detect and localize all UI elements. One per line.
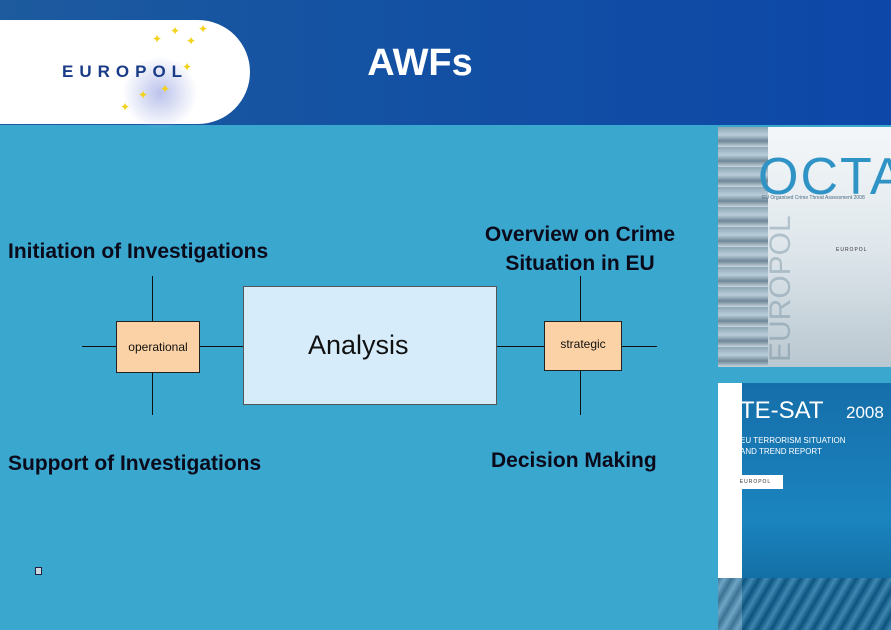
label-overview: Overview on Crime Situation in EU xyxy=(455,220,705,278)
tesat-subtitle-line1: EU TERRORISM SITUATION xyxy=(740,436,846,445)
strategic-box: strategic xyxy=(544,321,622,371)
star-icon: ✦ xyxy=(186,34,197,48)
label-overview-line1: Overview on Crime xyxy=(484,223,676,246)
octa-title: OCTA xyxy=(758,148,891,206)
tesat-subtitle: EU TERRORISM SITUATION AND TREND REPORT xyxy=(740,435,846,457)
label-overview-line2: Situation in EU xyxy=(505,252,655,275)
connector-line xyxy=(152,373,153,415)
star-icon: ✦ xyxy=(120,100,131,114)
octa-subtitle: EU Organised Crime Threat Assessment 200… xyxy=(762,195,865,201)
europol-logo-badge: ✦ ✦ ✦ ✦ ✦ ✦ ✦ ✦ EUROPOL xyxy=(0,20,250,128)
tesat-subtitle-line2: AND TREND REPORT xyxy=(740,447,822,456)
europol-logo-text: EUROPOL xyxy=(62,62,189,81)
tesat-title: TE-SAT xyxy=(740,397,824,424)
connector-line xyxy=(497,346,544,347)
page-title: AWFs xyxy=(367,42,473,84)
connector-line xyxy=(152,276,153,321)
label-initiation: Initiation of Investigations xyxy=(8,240,269,263)
label-support: Support of Investigations xyxy=(8,452,262,475)
cover-map-image xyxy=(718,578,891,630)
logo-glow xyxy=(120,58,200,128)
slide-marker-icon xyxy=(35,567,42,575)
label-decision: Decision Making xyxy=(491,449,657,472)
connector-line xyxy=(622,346,657,347)
cover-photo xyxy=(718,127,768,367)
star-icon: ✦ xyxy=(182,60,193,74)
star-icon: ✦ xyxy=(198,22,209,36)
connector-line xyxy=(580,276,581,321)
connector-line xyxy=(82,346,116,347)
star-icon: ✦ xyxy=(152,32,163,46)
octa-report-cover: EUROPOL OCTA EU Organised Crime Threat A… xyxy=(718,127,891,367)
connector-line xyxy=(580,371,581,415)
star-icon: ✦ xyxy=(138,88,149,102)
operational-box: operational xyxy=(116,321,200,373)
header-bar: ✦ ✦ ✦ ✦ ✦ ✦ ✦ ✦ EUROPOL AWFs xyxy=(0,0,891,128)
analysis-label: Analysis xyxy=(308,330,409,360)
octa-logo: EUROPOL xyxy=(836,247,868,253)
star-icon: ✦ xyxy=(170,24,181,38)
connector-line xyxy=(200,346,243,347)
star-icon: ✦ xyxy=(160,82,171,96)
tesat-logo: EUROPOL xyxy=(728,475,783,489)
tesat-year: 2008 xyxy=(846,403,884,422)
tesat-report-cover: TE-SAT 2008 EU TERRORISM SITUATION AND T… xyxy=(718,383,891,630)
analysis-box xyxy=(243,286,497,405)
